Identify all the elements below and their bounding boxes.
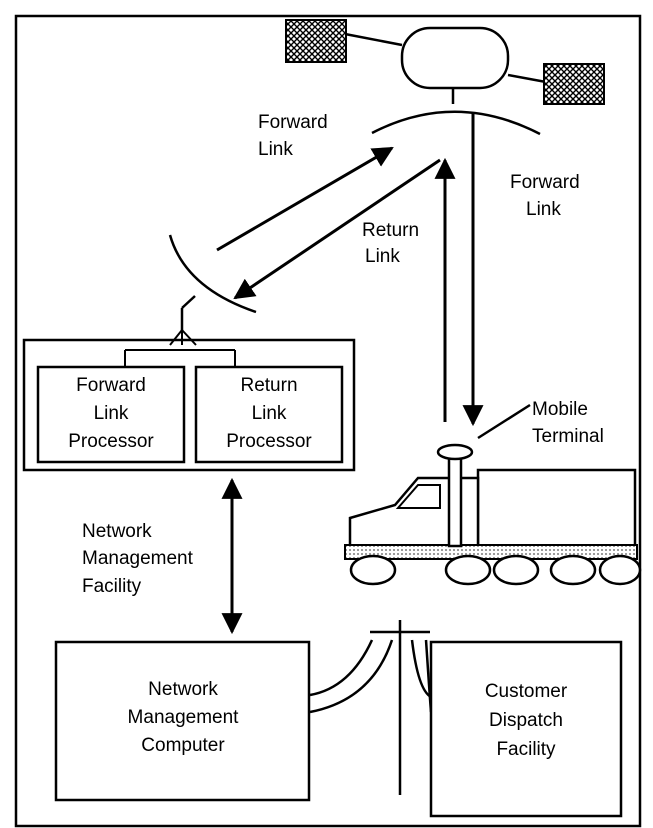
satellite-body xyxy=(400,26,510,90)
wheel xyxy=(492,554,540,586)
antenna-mast xyxy=(447,454,463,548)
ground-station-box xyxy=(22,338,356,472)
return-link-label-2: Link xyxy=(365,246,400,267)
wheel xyxy=(349,554,397,586)
return-processor-line-2: Link xyxy=(252,403,287,424)
forward-link-label-right-1: Forward xyxy=(510,172,580,193)
network-management-computer-box xyxy=(54,640,311,802)
solar-panel-right xyxy=(543,63,605,105)
forward-processor-line-1: Forward xyxy=(76,375,146,396)
truck xyxy=(344,443,642,586)
return-processor-line-1: Return xyxy=(240,375,297,396)
nmf-label-2: Management xyxy=(82,548,194,569)
forward-link-label-right-2: Link xyxy=(526,199,561,220)
satellite xyxy=(285,19,605,136)
cdf-line-2: Dispatch xyxy=(489,710,563,731)
forward-link-uplink-arrow xyxy=(216,146,394,252)
nmc-line-1: Network xyxy=(148,679,218,700)
return-link-downlink-arrow xyxy=(233,158,441,300)
truck-trailer xyxy=(476,468,637,550)
nmf-label-1: Network xyxy=(82,521,152,542)
wheel xyxy=(549,554,597,586)
forward-processor-line-3: Processor xyxy=(68,431,154,452)
wheel xyxy=(444,554,492,586)
mobile-terminal-pointer xyxy=(477,403,531,440)
wheel xyxy=(598,554,642,586)
forward-link-processor-box xyxy=(36,365,186,464)
nmc-line-2: Management xyxy=(128,707,240,728)
forward-link-label-upper-2: Link xyxy=(258,139,293,160)
return-processor-line-3: Processor xyxy=(226,431,312,452)
nmf-label-3: Facility xyxy=(82,576,142,597)
mobile-terminal-label-1: Mobile xyxy=(532,399,588,420)
forward-processor-line-2: Link xyxy=(94,403,129,424)
cdf-line-1: Customer xyxy=(485,681,568,702)
return-link-label-1: Return xyxy=(362,220,419,241)
truck-chassis xyxy=(344,544,638,560)
solar-panel-left xyxy=(285,19,347,63)
mobile-terminal-label-2: Terminal xyxy=(532,426,604,447)
satellite-antenna xyxy=(371,110,541,136)
cdf-line-3: Facility xyxy=(496,739,556,760)
mobile-antenna-dome xyxy=(436,443,474,461)
nmc-line-3: Computer xyxy=(141,735,225,756)
telephone-line xyxy=(309,620,433,795)
customer-dispatch-facility-box xyxy=(429,640,623,818)
outer-frame xyxy=(14,14,642,828)
forward-link-label-upper-1: Forward xyxy=(258,112,328,133)
return-link-processor-box xyxy=(194,365,344,464)
ground-station-antenna xyxy=(168,234,257,346)
